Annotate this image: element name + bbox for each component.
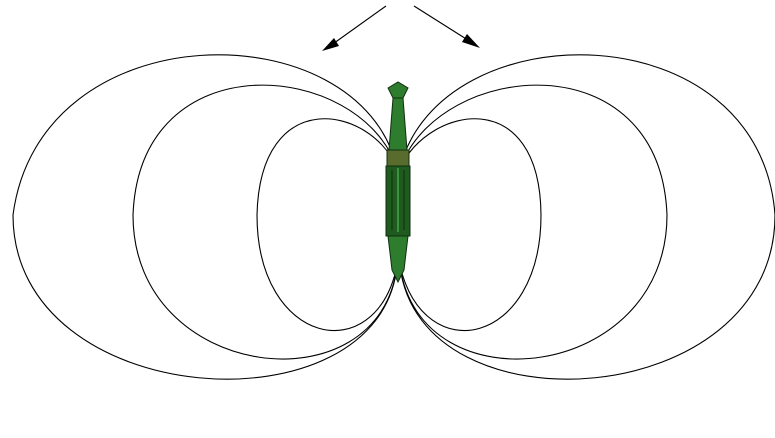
tool-upper-body bbox=[389, 98, 407, 150]
left-inner-field-line bbox=[257, 119, 397, 331]
left-field-lobes bbox=[13, 55, 397, 379]
downhole-tool-icon bbox=[386, 82, 410, 282]
tool-collar bbox=[387, 150, 409, 166]
right-inner-field-line bbox=[400, 119, 541, 331]
right-field-lobes bbox=[400, 55, 775, 379]
right-middle-field-line bbox=[400, 85, 667, 359]
tool-top-cap bbox=[388, 82, 408, 98]
arrow-right-icon bbox=[414, 6, 480, 48]
arrow-left-icon bbox=[322, 6, 386, 51]
tool-bottom-tip bbox=[388, 236, 408, 282]
arrows bbox=[322, 6, 480, 51]
